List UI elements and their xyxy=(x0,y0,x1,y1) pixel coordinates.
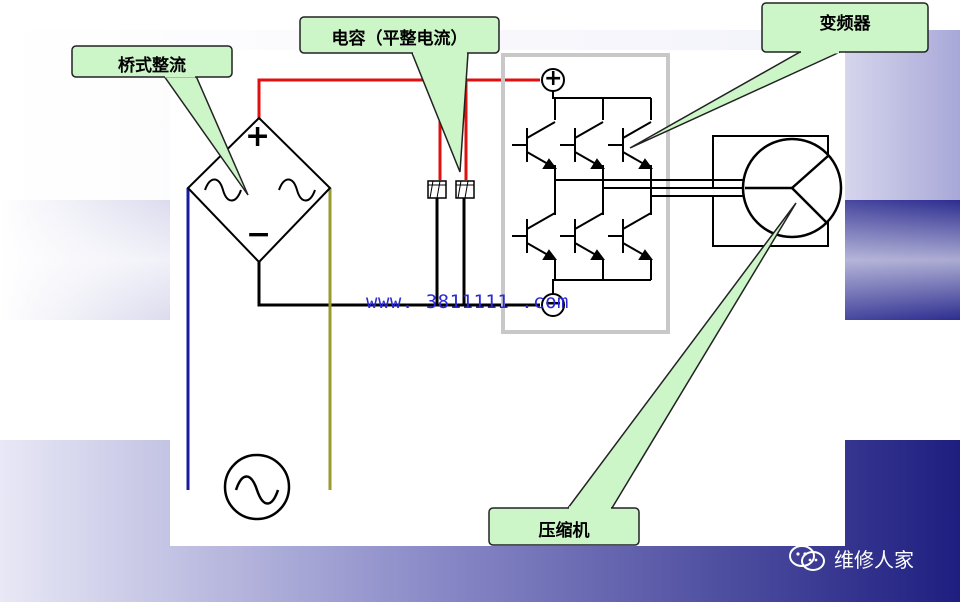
motor-phase-wires xyxy=(555,135,829,247)
bridge-plus-sign: + xyxy=(245,119,271,154)
capacitor-symbols xyxy=(427,180,475,199)
dc-plus-sign: + xyxy=(544,66,563,91)
igbt-upper-1 xyxy=(512,121,557,169)
callout-capacitor xyxy=(299,16,500,173)
label-bridge-rectifier: 桥式整流 xyxy=(118,56,186,76)
bridge-minus-sign: − xyxy=(246,217,272,252)
callout-bridge-rectifier xyxy=(71,45,249,196)
ac-wave-icon xyxy=(204,178,242,202)
label-inverter: 变频器 xyxy=(819,14,871,34)
watermark-url: www. 3811111 .com xyxy=(366,291,569,313)
label-capacitor: 电容（平整电流） xyxy=(331,29,468,49)
signature-text: 维修人家 xyxy=(834,547,914,572)
ac-source xyxy=(223,453,291,521)
wechat-icon xyxy=(789,545,825,571)
callout-inverter xyxy=(629,2,929,149)
wechat-signature: 维修人家 xyxy=(788,543,914,573)
ac-wave-icon xyxy=(234,475,280,505)
negative-rail xyxy=(257,198,540,307)
dc-minus-sign: − xyxy=(544,291,563,316)
igbt-upper-3 xyxy=(608,121,653,169)
compressor-motor xyxy=(741,137,843,239)
callout-compressor xyxy=(488,202,797,546)
igbt-lower-2 xyxy=(560,212,605,260)
igbt-lower-1 xyxy=(512,212,557,260)
label-compressor: 压缩机 xyxy=(538,521,590,541)
igbt-upper-2 xyxy=(560,121,605,169)
ac-wave-icon xyxy=(278,178,316,202)
inverter-bus xyxy=(552,91,652,294)
igbt-lower-3 xyxy=(608,212,653,260)
igbt-switches xyxy=(512,121,653,260)
inverter-frame xyxy=(501,53,670,334)
